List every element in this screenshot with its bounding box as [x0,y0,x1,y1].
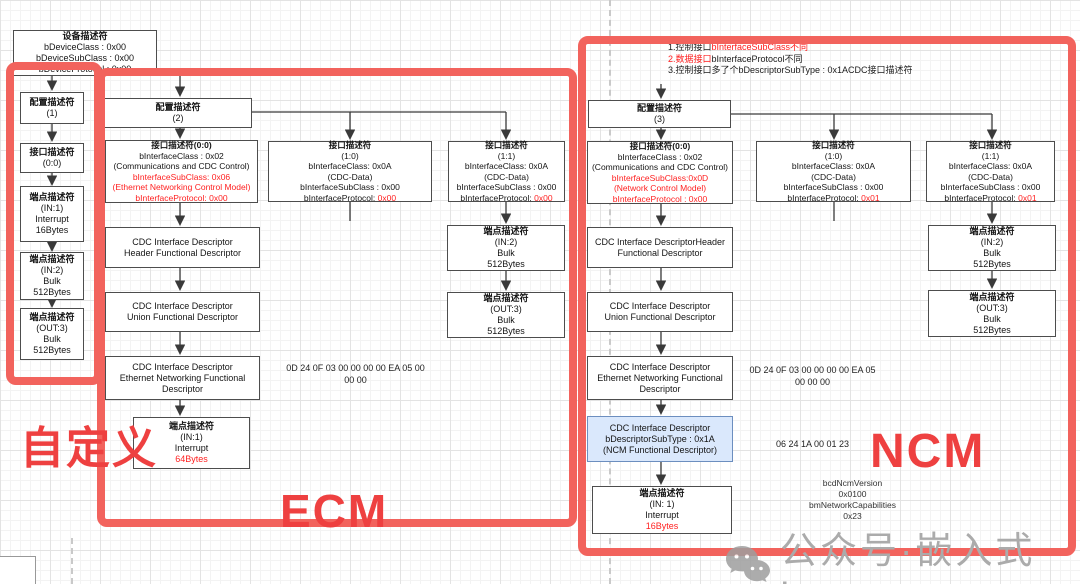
ncm-interface-00-box: 接口描述符(0:0)bInterfaceClass : 0x02(Communi… [587,141,733,204]
ncm-interface-11-box: 接口描述符(1:1)bInterfaceClass: 0x0A(CDC-Data… [926,140,1055,203]
custom-interface-descriptor-box: 接口描述符(0:0) [20,143,84,173]
ncm-group-label: NCM [870,425,986,478]
ecm-interface-11-box: 接口描述符(1:1)bInterfaceClass: 0x0A(CDC-Data… [448,140,565,203]
custom-group-label: 自定义 [20,424,158,473]
ncm-interface-10-box: 接口描述符(1:0)bInterfaceClass: 0x0A(CDC-Data… [756,140,911,203]
ecm-interface-00-box: 接口描述符(0:0)bInterfaceClass : 0x02(Communi… [105,140,258,203]
watermark: 公众号·嵌入式Lee [724,520,1080,584]
ncm-functional-hex-bytes: 06 24 1A 00 01 23 [775,439,850,449]
ecm-group-label: ECM [280,485,389,537]
page-boundary-dashed-line-short [71,538,73,584]
wechat-icon [724,544,772,584]
ecm-interface-10-box: 接口描述符(1:0)bInterfaceClass: 0x0A(CDC-Data… [268,140,432,203]
ecm-config-descriptor-box: 配置描述符(2) [104,98,252,128]
partial-box-bottom-left [0,556,36,584]
watermark-text: 公众号·嵌入式Lee [780,530,1036,584]
custom-config-descriptor-box: 配置描述符(1) [20,92,84,124]
ncm-config-descriptor-box: 配置描述符(3) [588,100,731,128]
